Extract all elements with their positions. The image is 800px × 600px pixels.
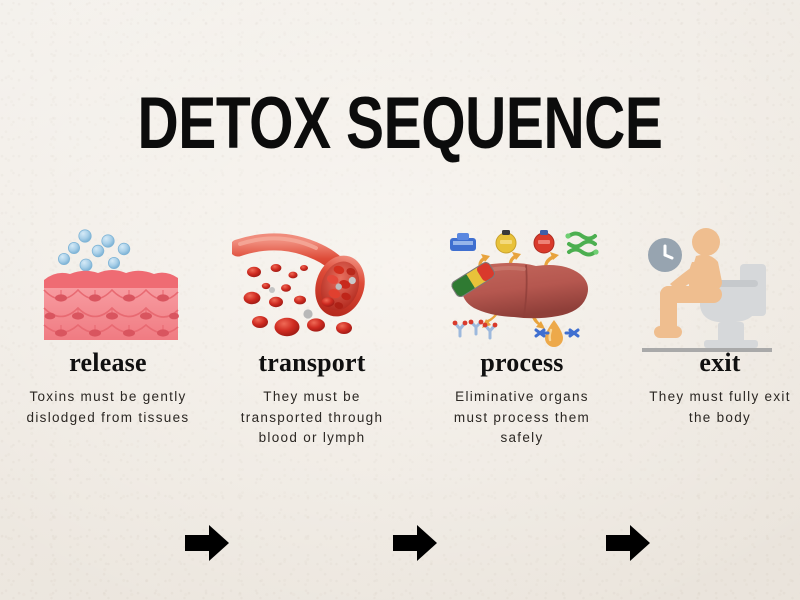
tissue-cells-icon (36, 228, 186, 346)
step-release: release Toxins must be gently dislodged … (8, 228, 208, 468)
page-title: DETOX SEQUENCE (137, 83, 663, 165)
gallbladder (451, 262, 495, 298)
step-transport: transport They must be transported throu… (212, 228, 412, 468)
step-exit-label: exit (699, 348, 741, 377)
droplet-icon (534, 320, 580, 347)
step-transport-label: transport (258, 348, 366, 377)
blood-vessel-icon (229, 230, 392, 348)
tissue-block (43, 270, 179, 340)
step-release-label: release (69, 348, 147, 377)
step-release-illustration (8, 228, 208, 346)
step-process-label: process (480, 348, 564, 377)
step-process: process Eliminative organs must process … (422, 228, 622, 468)
step-process-description: Eliminative organs must process them saf… (453, 388, 591, 446)
arrow-process-to-exit (606, 524, 650, 562)
step-process-illustration (422, 228, 622, 347)
step-transport-illustration (212, 228, 412, 346)
antibody-molecules-icon (452, 319, 498, 340)
step-exit: exit They must fully exit the body (620, 228, 800, 468)
red-blood-cells (243, 264, 352, 337)
step-exit-illustration (620, 228, 800, 352)
liver-icon (440, 228, 608, 350)
floor-line (642, 348, 772, 352)
clock-icon (648, 238, 682, 272)
toxin-particles (57, 229, 131, 272)
blue-container-icon (450, 233, 476, 251)
steps-row: release Toxins must be gently dislodged … (0, 228, 800, 561)
green-molecule-icon (565, 231, 599, 257)
step-transport-description: They must be transported through blood o… (240, 388, 384, 446)
step-release-description: Toxins must be gently dislodged from tis… (26, 388, 190, 425)
arrow-release-to-transport (185, 524, 229, 562)
person-on-toilet-icon (644, 228, 796, 354)
arrow-transport-to-process (393, 524, 437, 562)
step-exit-description: They must fully exit the body (649, 388, 791, 425)
red-flask-icon (533, 230, 555, 254)
person-figure (654, 228, 722, 338)
yellow-flask-icon (495, 230, 517, 254)
